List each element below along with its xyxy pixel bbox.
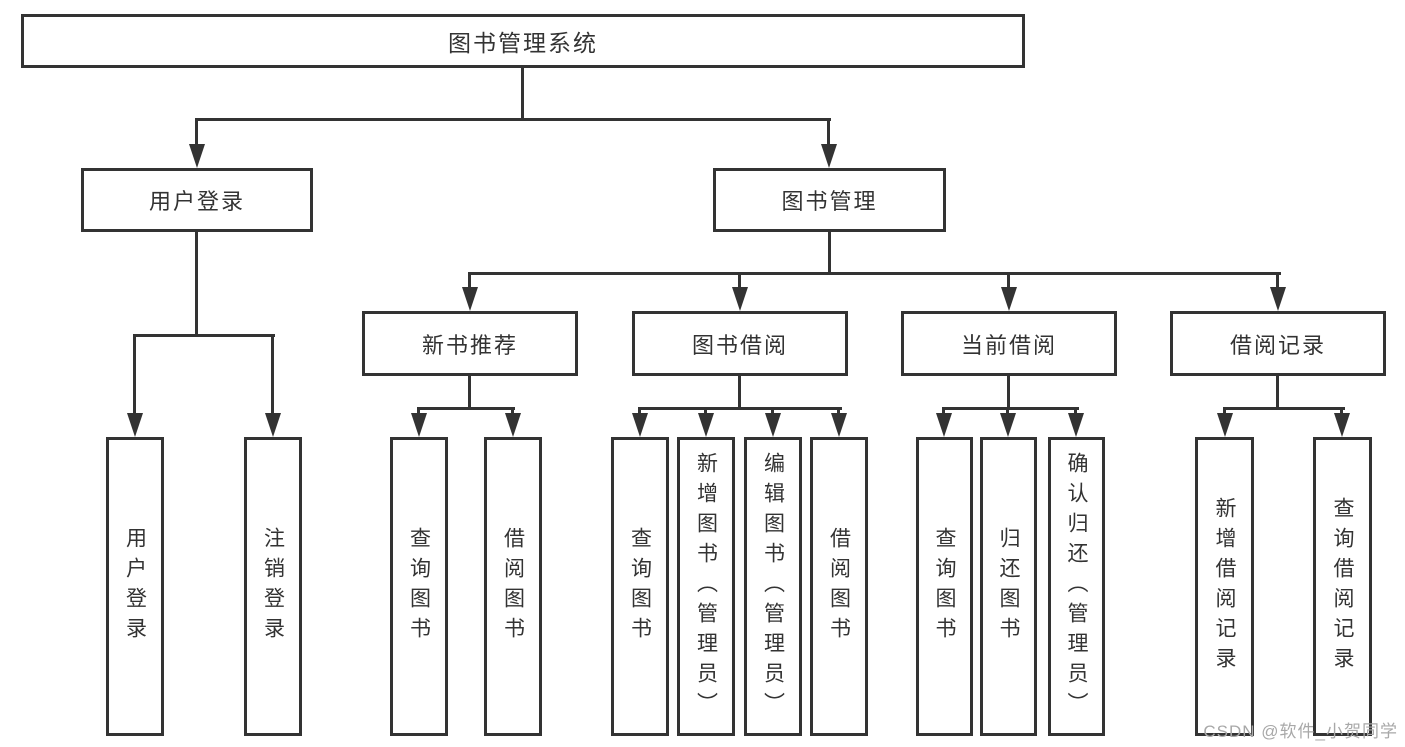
connector-current-bar: [942, 407, 1079, 410]
arrow-down-icon: [831, 413, 847, 437]
leaf-label: 查询图书: [933, 526, 956, 647]
connector-recommend-stem: [417, 407, 420, 415]
arrow-down-icon: [1001, 287, 1017, 311]
node-label: 图书管理系统: [448, 30, 598, 56]
leaf-user-login: 用户登录: [106, 437, 164, 736]
arrow-down-icon: [1270, 287, 1286, 311]
node-label: 借阅记录: [1229, 332, 1326, 358]
arrow-down-icon: [698, 413, 714, 437]
leaf-borrow-add-books-admin: 新增图书（管理员）: [677, 437, 735, 736]
arrow-down-icon: [632, 413, 648, 437]
leaf-current-confirm-return-admin: 确认归还（管理员）: [1048, 437, 1105, 736]
connector-management-stem: [738, 272, 741, 289]
leaf-borrow-query-books: 查询图书: [611, 437, 669, 736]
connector-records-bar: [1223, 407, 1345, 410]
node-label: 当前借阅: [960, 332, 1057, 358]
connector-records-trunk: [1276, 376, 1279, 410]
connector-management-stem: [1276, 272, 1279, 289]
connector-current-stem: [1006, 407, 1009, 415]
arrow-down-icon: [1068, 413, 1084, 437]
leaf-label: 借阅图书: [501, 526, 525, 647]
node-current-borrowing: 当前借阅: [901, 311, 1117, 376]
arrow-down-icon: [127, 413, 143, 437]
connector-login-bar: [133, 334, 275, 337]
leaf-logout: 注销登录: [244, 437, 302, 736]
arrow-down-icon: [1217, 413, 1233, 437]
leaf-label: 新增图书（管理员）: [694, 451, 718, 722]
connector-current-stem: [942, 407, 945, 415]
connector-borrow-stem: [704, 407, 707, 415]
connector-recommend-bar: [417, 407, 515, 410]
node-label: 图书管理: [781, 189, 878, 214]
arrow-down-icon: [765, 413, 781, 437]
connector-management-stem: [1007, 272, 1010, 289]
connector-root-stem: [827, 118, 830, 146]
connector-current-stem: [1074, 407, 1077, 415]
node-borrowing-records: 借阅记录: [1170, 311, 1386, 376]
arrow-down-icon: [732, 287, 748, 311]
connector-current-trunk: [1007, 376, 1010, 410]
leaf-recommend-query-books: 查询图书: [390, 437, 448, 736]
arrow-down-icon: [462, 287, 478, 311]
leaf-records-add-record: 新增借阅记录: [1195, 437, 1254, 736]
connector-management-stem: [468, 272, 471, 289]
connector-borrow-bar: [638, 407, 842, 410]
csdn-watermark: CSDN @软件_小贺同学: [1203, 722, 1398, 741]
arrow-down-icon: [821, 144, 837, 168]
leaf-label: 注销登录: [261, 526, 285, 647]
arrow-down-icon: [265, 413, 281, 437]
leaf-current-query-books: 查询图书: [916, 437, 973, 736]
connector-root-bar: [195, 118, 831, 121]
arrow-down-icon: [936, 413, 952, 437]
connector-management-bar: [468, 272, 1281, 275]
leaf-borrow-borrow-books: 借阅图书: [810, 437, 868, 736]
connector-root-stem: [195, 118, 198, 146]
connector-recommend-stem: [511, 407, 514, 415]
leaf-label: 用户登录: [123, 526, 147, 647]
connector-records-stem: [1340, 407, 1343, 415]
leaf-label: 新增借阅记录: [1213, 496, 1236, 677]
node-label: 图书借阅: [691, 332, 788, 358]
arrow-down-icon: [1334, 413, 1350, 437]
node-book-management: 图书管理: [713, 168, 946, 232]
connector-borrow-stem: [771, 407, 774, 415]
node-new-book-recommend: 新书推荐: [362, 311, 578, 376]
connector-root-trunk: [521, 68, 524, 121]
leaf-recommend-borrow-books: 借阅图书: [484, 437, 542, 736]
arrow-down-icon: [1000, 413, 1016, 437]
connector-recommend-trunk: [468, 376, 471, 410]
node-label: 用户登录: [148, 189, 245, 214]
leaf-label: 编辑图书（管理员）: [761, 451, 785, 722]
arrow-down-icon: [411, 413, 427, 437]
leaf-label: 查询图书: [628, 526, 652, 647]
arrow-down-icon: [505, 413, 521, 437]
node-label: 新书推荐: [421, 332, 518, 358]
connector-borrow-stem: [638, 407, 641, 415]
connector-login-stem: [133, 334, 136, 415]
leaf-label: 查询图书: [407, 526, 431, 647]
connector-records-stem: [1223, 407, 1226, 415]
node-user-login: 用户登录: [81, 168, 313, 232]
node-book-borrowing: 图书借阅: [632, 311, 848, 376]
leaf-label: 借阅图书: [827, 526, 851, 647]
arrow-down-icon: [189, 144, 205, 168]
leaf-label: 确认归还（管理员）: [1065, 451, 1088, 722]
connector-login-stem: [271, 334, 274, 415]
node-library-management-system: 图书管理系统: [21, 14, 1025, 68]
leaf-records-query-record: 查询借阅记录: [1313, 437, 1372, 736]
connector-borrow-trunk: [738, 376, 741, 410]
leaf-current-return-books: 归还图书: [980, 437, 1037, 736]
leaf-label: 查询借阅记录: [1331, 496, 1354, 677]
leaf-label: 归还图书: [997, 526, 1020, 647]
connector-management-trunk: [828, 232, 831, 275]
connector-login-trunk: [195, 232, 198, 337]
connector-borrow-stem: [837, 407, 840, 415]
leaf-borrow-edit-books-admin: 编辑图书（管理员）: [744, 437, 802, 736]
